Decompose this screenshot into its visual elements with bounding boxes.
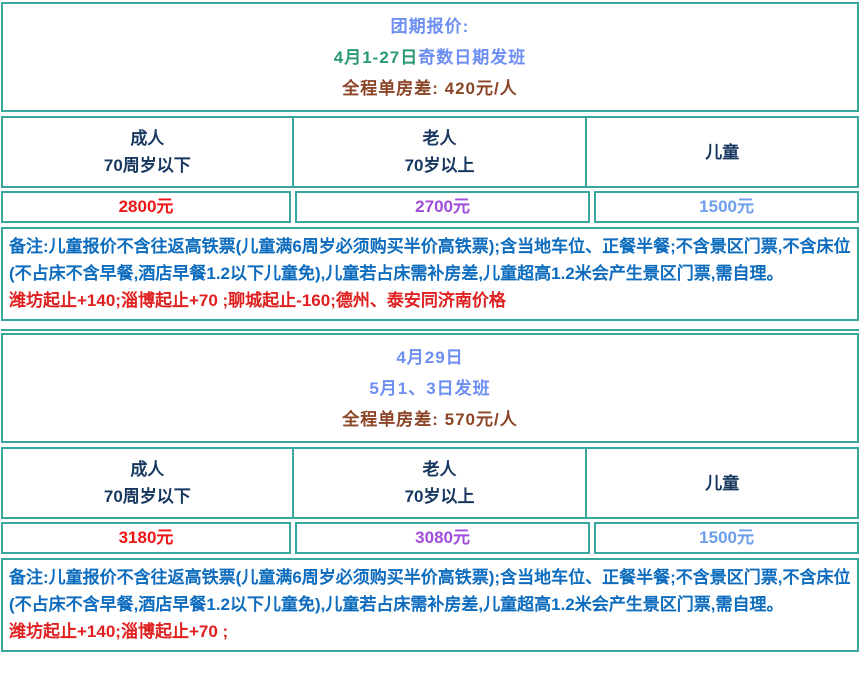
age-group-subtitle: 70周岁以下: [103, 156, 191, 175]
age-group-title: 成人: [130, 129, 165, 148]
header-cell-senior: 老人 70岁以上: [291, 449, 586, 517]
price-cell-child: 1500元: [594, 191, 859, 223]
price-row: 2800元 2700元 1500元: [1, 191, 859, 223]
surcharge-text: 潍坊起止+140;淄博起止+70 ;聊城起止-160;德州、泰安同济南价格: [9, 291, 506, 310]
age-group-title: 老人: [422, 460, 457, 479]
price-table-header-row: 成人 70周岁以下 老人 70岁以上 儿童: [1, 447, 859, 519]
notes-text: 备注:儿童报价不含往返高铁票(儿童满6周岁必须购买半价高铁票);含当地车位、正餐…: [9, 237, 851, 283]
notes-box-2: 备注:儿童报价不含往返高铁票(儿童满6周岁必须购买半价高铁票);含当地车位、正餐…: [1, 558, 859, 652]
price-cell-adult: 3180元: [1, 522, 291, 554]
age-group-subtitle: 70周岁以下: [103, 487, 191, 506]
departure-desc: 5月1、3日发班: [369, 379, 491, 398]
notes-box-1: 备注:儿童报价不含往返高铁票(儿童满6周岁必须购买半价高铁票);含当地车位、正餐…: [1, 227, 859, 321]
age-group-title: 儿童: [705, 142, 740, 162]
period-header-2: 4月29日 5月1、3日发班 全程单房差: 570元/人: [1, 333, 859, 443]
header-cell-child: 儿童: [585, 118, 857, 186]
single-room-supplement: 全程单房差: 420元/人: [342, 79, 518, 98]
header-cell-child: 儿童: [585, 449, 857, 517]
age-group-title: 老人: [422, 129, 457, 148]
price-cell-senior: 3080元: [295, 522, 591, 554]
single-room-supplement: 全程单房差: 570元/人: [342, 410, 518, 429]
price-table-header-row: 成人 70周岁以下 老人 70岁以上 儿童: [1, 116, 859, 188]
departure-dates: 5月1、3日发班: [3, 373, 857, 404]
age-group-subtitle: 70岁以上: [404, 487, 475, 506]
price-cell-senior: 2700元: [295, 191, 591, 223]
price-cell-child: 1500元: [594, 522, 859, 554]
age-group-title: 儿童: [705, 473, 740, 493]
departure-desc: 奇数日期发班: [418, 48, 527, 67]
departure-dates: 4月1-27日奇数日期发班: [3, 42, 857, 73]
period-header-1: 团期报价: 4月1-27日奇数日期发班 全程单房差: 420元/人: [1, 2, 859, 112]
notes-text: 备注:儿童报价不含往返高铁票(儿童满6周岁必须购买半价高铁票);含当地车位、正餐…: [9, 568, 851, 614]
date-range: 4月1-27日: [333, 48, 419, 67]
period-title: 4月29日: [396, 348, 464, 367]
tour-period-section-1: 团期报价: 4月1-27日奇数日期发班 全程单房差: 420元/人 成人 70周…: [1, 2, 859, 321]
period-title: 团期报价:: [390, 17, 470, 36]
age-group-subtitle: 70岁以上: [404, 156, 475, 175]
age-group-title: 成人: [130, 460, 165, 479]
header-cell-adult: 成人 70周岁以下: [3, 118, 292, 186]
header-cell-adult: 成人 70周岁以下: [3, 449, 292, 517]
tour-pricing-page: 团期报价: 4月1-27日奇数日期发班 全程单房差: 420元/人 成人 70周…: [1, 2, 859, 652]
surcharge-text: 潍坊起止+140;淄博起止+70 ;: [9, 622, 229, 641]
price-row: 3180元 3080元 1500元: [1, 522, 859, 554]
price-cell-adult: 2800元: [1, 191, 291, 223]
tour-period-section-2: 4月29日 5月1、3日发班 全程单房差: 570元/人 成人 70周岁以下 老…: [1, 329, 859, 652]
header-cell-senior: 老人 70岁以上: [291, 118, 586, 186]
